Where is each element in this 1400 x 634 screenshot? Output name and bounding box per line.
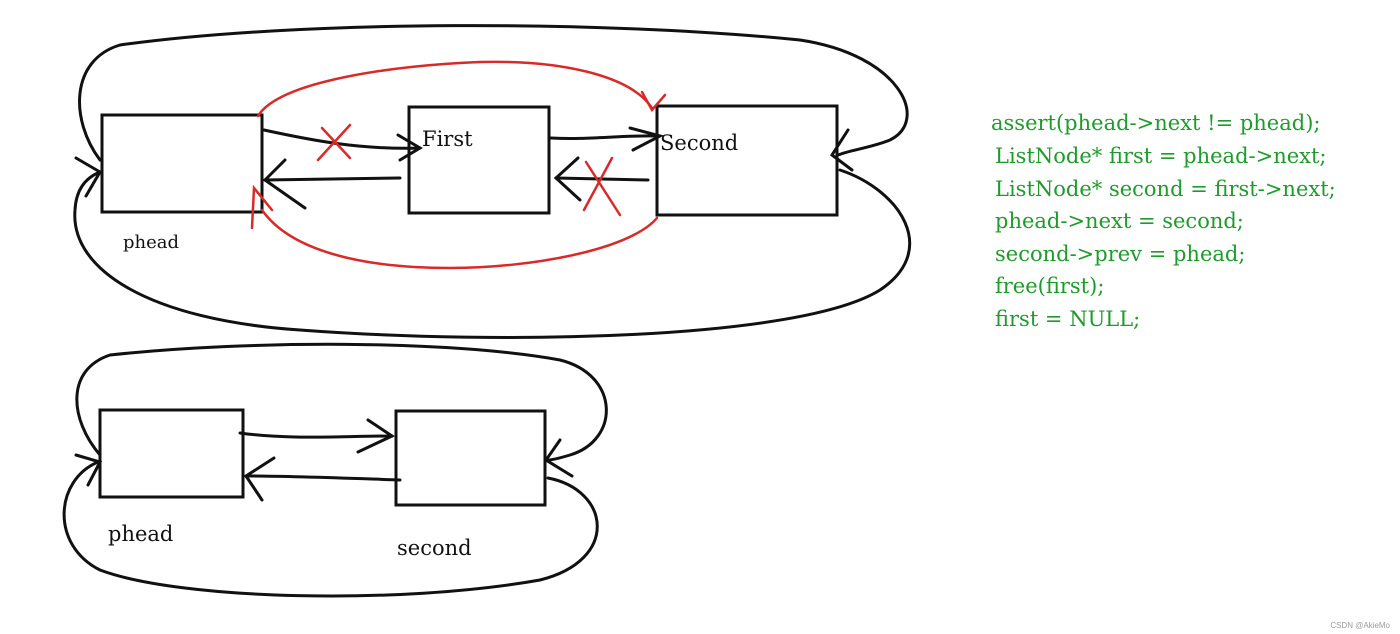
- code-block: assert(phead->next != phead); ListNode* …: [991, 111, 1336, 331]
- top-arrowhead-second-to-first: [553, 156, 582, 202]
- top-arrow-first-to-second: [549, 134, 662, 140]
- top-outer-loop-upper: [78, 24, 909, 162]
- top-red-arrowhead-phead: [250, 184, 274, 230]
- top-red-arrowhead-second: [640, 90, 667, 113]
- top-outer-loop-lower: [73, 168, 912, 339]
- code-line: phead->next = second;: [995, 209, 1244, 233]
- bottom-outer-loop-upper: [75, 342, 608, 462]
- bottom-outer-loop-arrowhead-phead: [74, 453, 103, 487]
- code-line: second->prev = phead;: [995, 242, 1245, 266]
- top-phead-caption: phead: [123, 232, 179, 253]
- bottom-outer-loop-lower: [62, 460, 599, 598]
- code-line: ListNode* second = first->next;: [995, 177, 1336, 201]
- bottom-diagram: phead second: [62, 342, 608, 598]
- top-arrowhead-first-to-phead: [262, 158, 307, 210]
- code-line: free(first);: [995, 274, 1104, 298]
- bottom-second-box: [394, 409, 547, 507]
- top-red-arrow-phead-to-second: [256, 60, 654, 118]
- top-red-arrow-second-to-phead: [260, 208, 659, 270]
- top-arrowhead-first-to-second: [628, 126, 665, 152]
- top-arrowhead-phead-to-first: [396, 133, 423, 162]
- code-line: assert(phead->next != phead);: [991, 111, 1320, 135]
- bottom-second-caption: second: [397, 536, 472, 560]
- top-red-cross-next-icon: [316, 123, 352, 162]
- top-second-label: Second: [660, 131, 738, 155]
- top-diagram: phead First Second: [73, 24, 912, 339]
- bottom-phead-caption: phead: [108, 522, 173, 546]
- top-outer-loop-arrowhead-phead: [74, 156, 103, 198]
- top-first-label: First: [422, 127, 473, 151]
- top-red-cross-prev-icon: [582, 156, 622, 217]
- top-arrow-first-to-phead: [263, 176, 402, 182]
- bottom-phead-box: [98, 408, 245, 499]
- bottom-arrowhead-phead-to-second: [356, 418, 396, 454]
- top-outer-loop-arrowhead-second: [829, 128, 854, 172]
- top-first-box: [407, 105, 551, 215]
- bottom-arrowhead-second-to-phead: [243, 456, 276, 502]
- bottom-arrow-second-to-phead: [244, 474, 402, 482]
- bottom-arrow-phead-to-second: [238, 431, 394, 439]
- code-line: ListNode* first = phead->next;: [995, 144, 1327, 168]
- top-second-box: [655, 104, 839, 217]
- top-phead-box: [100, 113, 264, 214]
- code-line: first = NULL;: [995, 307, 1140, 331]
- watermark: CSDN @AkieMo: [1330, 621, 1390, 630]
